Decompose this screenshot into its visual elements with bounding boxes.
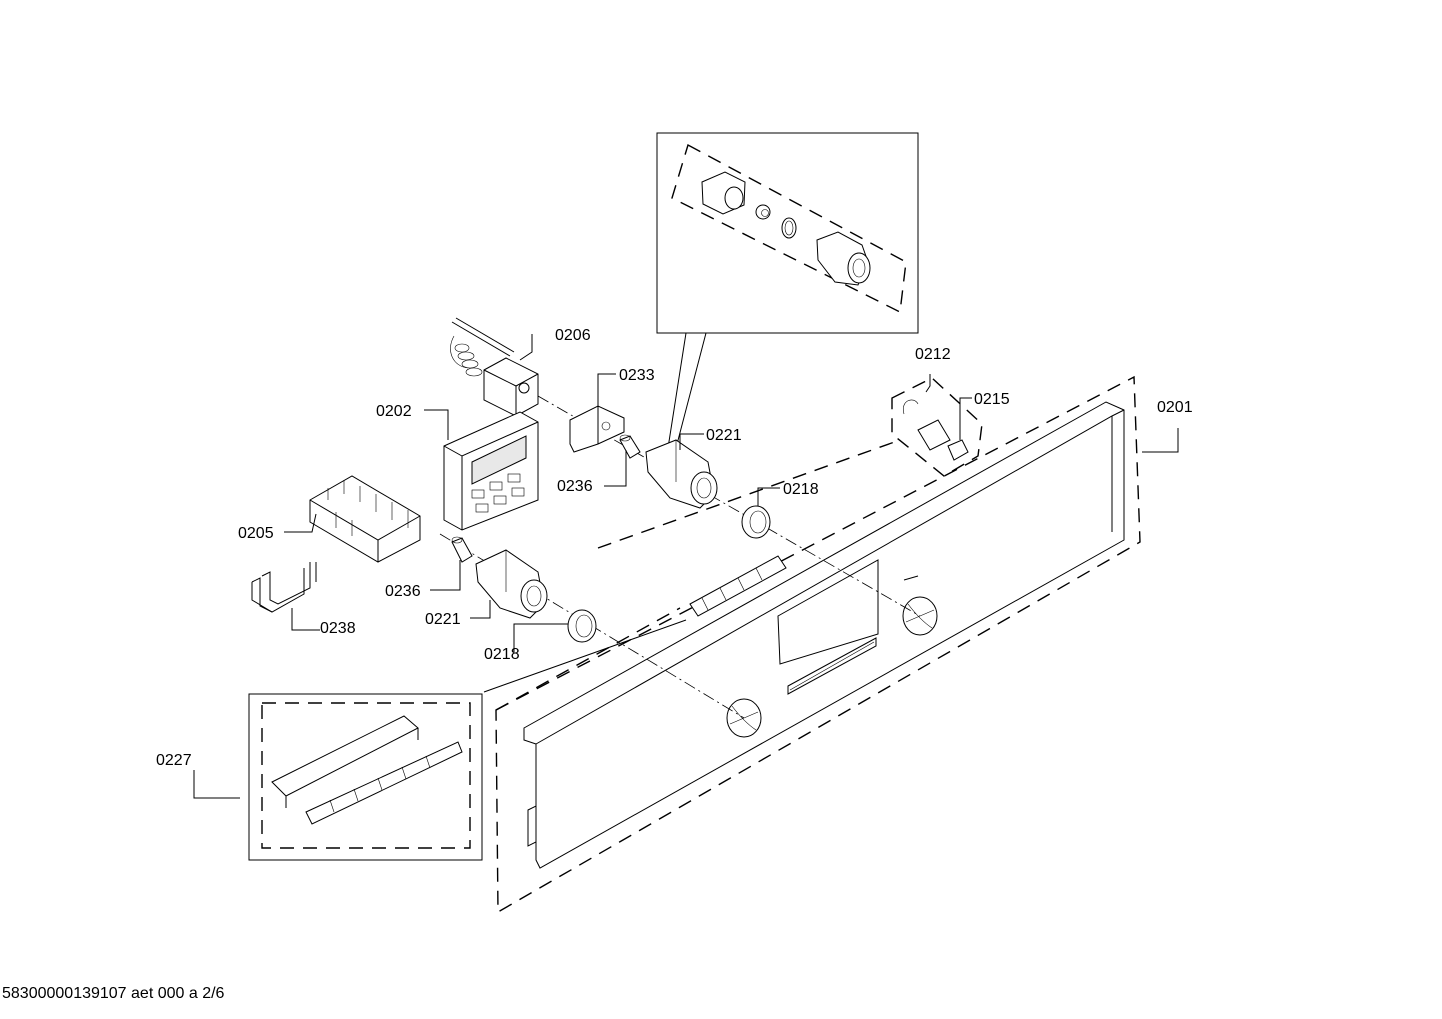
label-0212: 0212 [915,346,951,363]
part-0233-bracket [569,405,625,453]
label-0236-upper: 0236 [557,478,593,495]
label-0236-lower: 0236 [385,583,421,600]
label-0205: 0205 [238,525,274,542]
label-0218-upper: 0218 [783,481,819,498]
label-0238: 0238 [320,620,356,637]
control-panel [495,375,1141,914]
part-0221-knob-lower [475,549,548,619]
label-0227: 0227 [156,752,192,769]
label-0218-lower: 0218 [484,646,520,663]
label-0221-upper: 0221 [706,427,742,444]
label-0202: 0202 [376,403,412,420]
part-0221-knob-upper [645,439,718,509]
label-0221-lower: 0221 [425,611,461,628]
part-0236-shaft-lower [451,536,473,563]
part-0236-shaft-upper [619,434,641,459]
part-0212-sensor-group [891,377,983,477]
label-0233: 0233 [619,367,655,384]
label-0215: 0215 [974,391,1010,408]
label-0206: 0206 [555,327,591,344]
part-labels: 0206 0202 0205 0233 0236 0221 0218 0236 … [156,327,1193,769]
part-0206-motor [450,317,539,417]
detail-inset-button-strip [248,693,483,861]
document-reference-footer: 58300000139107 aet 000 a 2/6 [2,985,225,1002]
part-0238-clip [251,562,317,613]
leader-lines [193,334,1179,799]
label-0201: 0201 [1157,399,1193,416]
part-0218-ring-lower [567,609,597,643]
part-0227-button-strip-installed [483,555,787,693]
component-region-outline [495,439,901,711]
part-0205-terminal-block [309,475,421,563]
detail-inset-knob-assembly [656,132,919,449]
part-0202-display-module [443,411,539,531]
part-0218-ring-upper [741,505,771,539]
